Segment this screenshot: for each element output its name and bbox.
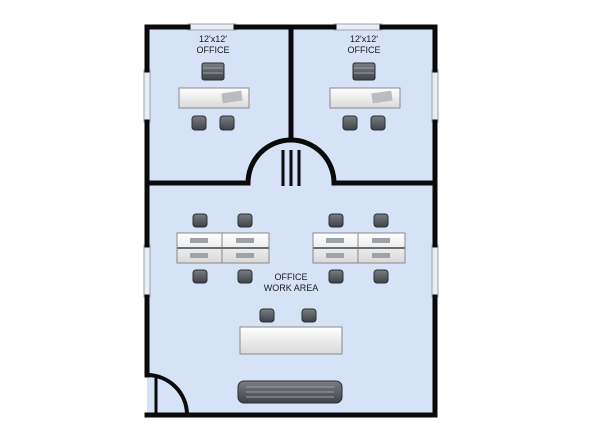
chair (328, 269, 344, 284)
work-area-label: OFFICE WORK AREA (256, 272, 326, 294)
monitor (190, 238, 208, 243)
work-area-table-group (237, 308, 343, 404)
work-area-label-line1: OFFICE (274, 272, 308, 282)
monitor (326, 253, 344, 258)
monitor (372, 238, 390, 243)
door-arc-offices (245, 137, 337, 184)
chair (259, 308, 275, 323)
desk-papers (371, 90, 393, 104)
window-right-lower (431, 244, 439, 298)
chair (342, 115, 358, 131)
office-left-furniture (178, 62, 250, 131)
window-right-upper (431, 69, 439, 123)
office-right-furniture (329, 62, 401, 131)
monitor (236, 238, 254, 243)
desk-papers (221, 90, 243, 104)
chair (301, 308, 317, 323)
chair (373, 213, 389, 228)
table (239, 326, 343, 355)
office-right-size: 12'x12' (350, 34, 378, 44)
monitor (326, 238, 344, 243)
monitor (236, 253, 254, 258)
window-left-lower (143, 244, 151, 298)
chair (237, 269, 253, 284)
walls (144, 24, 438, 418)
office-right-label: 12'x12' OFFICE (334, 34, 394, 56)
window-top-right (333, 23, 383, 31)
work-area-label-line2: WORK AREA (263, 283, 319, 293)
credenza (201, 62, 225, 81)
window-left-upper (143, 69, 151, 123)
chair (370, 115, 386, 131)
office-left-size: 12'x12' (199, 34, 227, 44)
chair (192, 213, 208, 228)
chair (373, 269, 389, 284)
door-arc-entry (146, 373, 189, 416)
monitor (190, 253, 208, 258)
office-right-name: OFFICE (347, 45, 381, 55)
chair (328, 213, 344, 228)
workstation-cluster-left (176, 213, 270, 284)
office-left-label: 12'x12' OFFICE (183, 34, 243, 56)
doors (146, 137, 337, 416)
workstation-cluster-right (312, 213, 406, 284)
office-left-name: OFFICE (196, 45, 230, 55)
floor-work-area (147, 183, 435, 415)
window-top-left (187, 23, 237, 31)
chair (237, 213, 253, 228)
chair (191, 115, 207, 131)
credenza (352, 62, 376, 81)
chair (219, 115, 235, 131)
chair (192, 269, 208, 284)
monitor (372, 253, 390, 258)
